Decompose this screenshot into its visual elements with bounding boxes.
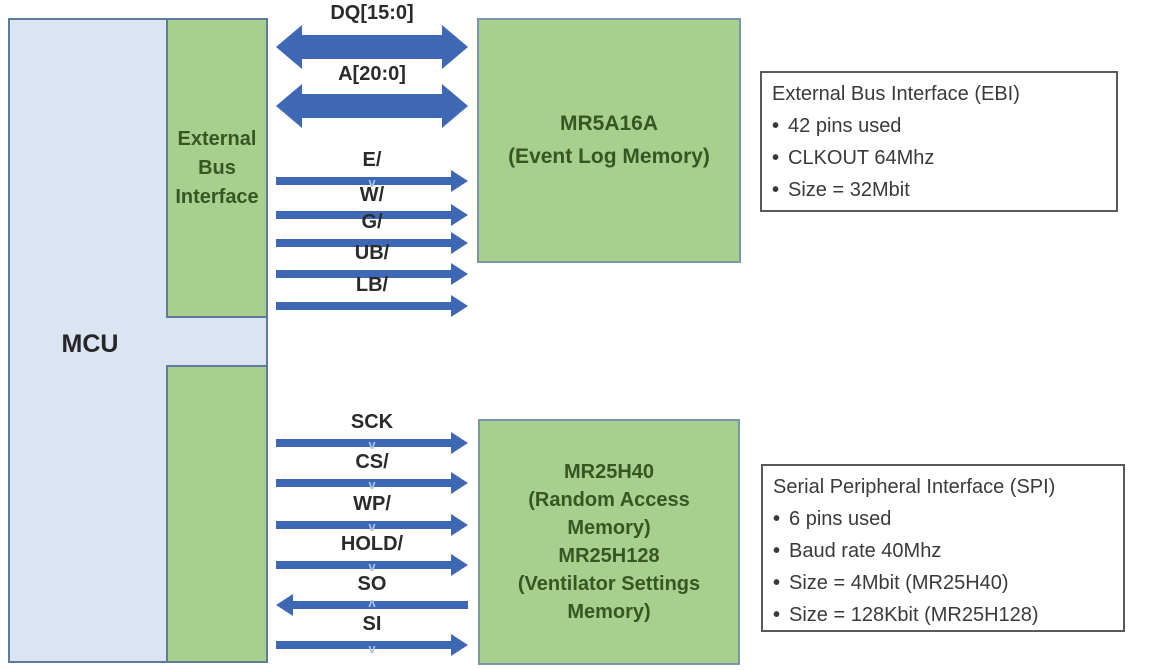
signal-label-hold: HOLD/ — [340, 533, 404, 555]
ebi-info-title: External Bus Interface (EBI) — [772, 83, 1020, 105]
arrow-right-head-icon — [451, 204, 468, 226]
address-bus-arrow — [276, 84, 468, 128]
arrow-shaft — [276, 641, 455, 649]
mr25h128-description-1: (Ventilator Settings — [517, 573, 701, 595]
signal-label-w: W/ — [359, 184, 385, 206]
wp-signal-arrow — [276, 514, 468, 536]
dq-bus-arrow — [276, 25, 468, 69]
arrow-shaft — [276, 479, 455, 487]
arrow-right-head-icon — [451, 295, 468, 317]
mr5a16a-memory-block: MR5A16A (Event Log Memory) — [477, 18, 741, 263]
spi-info-bullet-pins: 6 pins used — [773, 503, 1113, 535]
mr25h40-description-2: Memory) — [567, 517, 651, 539]
arrow-right-head-icon — [451, 554, 468, 576]
signal-label-g: G/ — [361, 211, 383, 233]
signal-label-wp: WP/ — [353, 493, 391, 515]
arrow-right-head-icon — [451, 432, 468, 454]
ebi-info-bullet-size: Size = 32Mbit — [772, 174, 1106, 206]
arrow-shaft — [276, 561, 455, 569]
mcu-label: MCU — [61, 330, 119, 358]
w-signal-arrow — [276, 204, 468, 226]
arrow-shaft — [298, 94, 446, 118]
external-bus-interface-label: External Bus Interface — [175, 127, 259, 208]
arrow-right-head-icon — [451, 263, 468, 285]
mr25h40-name: MR25H40 — [563, 461, 655, 483]
spi-info-bullet-baud: Baud rate 40Mhz — [773, 535, 1113, 567]
arrow-shaft — [276, 239, 455, 247]
arrow-shaft — [276, 270, 455, 278]
signal-label-sck: SCK — [350, 411, 394, 433]
arrow-right-head-icon — [442, 84, 468, 128]
signal-label-cs: CS/ — [355, 451, 389, 473]
arrow-left-head-icon — [276, 84, 302, 128]
arrow-shaft — [276, 177, 455, 185]
ebi-info-box: External Bus Interface (EBI) 42 pins use… — [760, 71, 1118, 212]
signal-label-lb: LB/ — [355, 274, 389, 296]
signal-label-e: E/ — [362, 149, 382, 171]
arrow-right-head-icon — [451, 472, 468, 494]
ebi-info-bullet-clkout: CLKOUT 64Mhz — [772, 142, 1106, 174]
arrow-right-head-icon — [442, 25, 468, 69]
mr5a16a-description: (Event Log Memory) — [508, 144, 710, 168]
ub-signal-arrow — [276, 263, 468, 285]
spi-info-bullet-size-mr25h40: Size = 4Mbit (MR25H40) — [773, 567, 1113, 599]
connector-chevron-icon: v — [368, 559, 376, 574]
g-signal-arrow — [276, 232, 468, 254]
signal-label-so: SO — [357, 573, 387, 595]
e-signal-arrow — [276, 170, 468, 192]
spi-info-box: Serial Peripheral Interface (SPI) 6 pins… — [761, 464, 1125, 632]
arrow-right-head-icon — [451, 634, 468, 656]
sck-signal-arrow — [276, 432, 468, 454]
connector-chevron-icon: v — [368, 641, 376, 656]
signal-label-si: SI — [362, 613, 382, 635]
arrow-shaft — [289, 601, 468, 609]
arrow-shaft — [298, 35, 446, 59]
spi-interface-block — [166, 365, 268, 663]
external-bus-interface-block: External Bus Interface — [166, 18, 268, 318]
lb-signal-arrow — [276, 295, 468, 317]
arrow-left-head-icon — [276, 25, 302, 69]
connector-chevron-icon: v — [368, 519, 376, 534]
arrow-shaft — [276, 521, 455, 529]
connector-chevron-up-icon: ʌ — [368, 595, 376, 610]
hold-signal-arrow — [276, 554, 468, 576]
si-signal-arrow — [276, 634, 468, 656]
arrow-right-head-icon — [451, 170, 468, 192]
arrow-shaft — [276, 439, 455, 447]
arrow-right-head-icon — [451, 232, 468, 254]
connector-chevron-icon: v — [368, 477, 376, 492]
arrow-right-head-icon — [451, 514, 468, 536]
connector-chevron-icon: v — [368, 175, 376, 190]
signal-label-dq: DQ[15:0] — [330, 2, 414, 24]
mr5a16a-name: MR5A16A — [559, 111, 659, 135]
signal-label-ub: UB/ — [354, 242, 390, 264]
connector-chevron-icon: v — [368, 437, 376, 452]
mr25h128-description-2: Memory) — [567, 601, 651, 623]
ebi-info-bullet-pins: 42 pins used — [772, 110, 1106, 142]
mr25h128-name: MR25H128 — [558, 545, 660, 567]
arrow-left-head-icon — [276, 594, 293, 616]
mr25h40-description-1: (Random Access — [528, 489, 690, 511]
cs-signal-arrow — [276, 472, 468, 494]
signal-label-a: A[20:0] — [338, 63, 406, 85]
mr25h40-memory-block: MR25H40 (Random Access Memory) MR25H128 … — [478, 419, 740, 665]
spi-info-bullet-size-mr25h128: Size = 128Kbit (MR25H128) — [773, 599, 1113, 631]
so-signal-arrow — [276, 594, 468, 616]
arrow-shaft — [276, 302, 455, 310]
arrow-shaft — [276, 211, 455, 219]
spi-info-title: Serial Peripheral Interface (SPI) — [773, 476, 1056, 498]
